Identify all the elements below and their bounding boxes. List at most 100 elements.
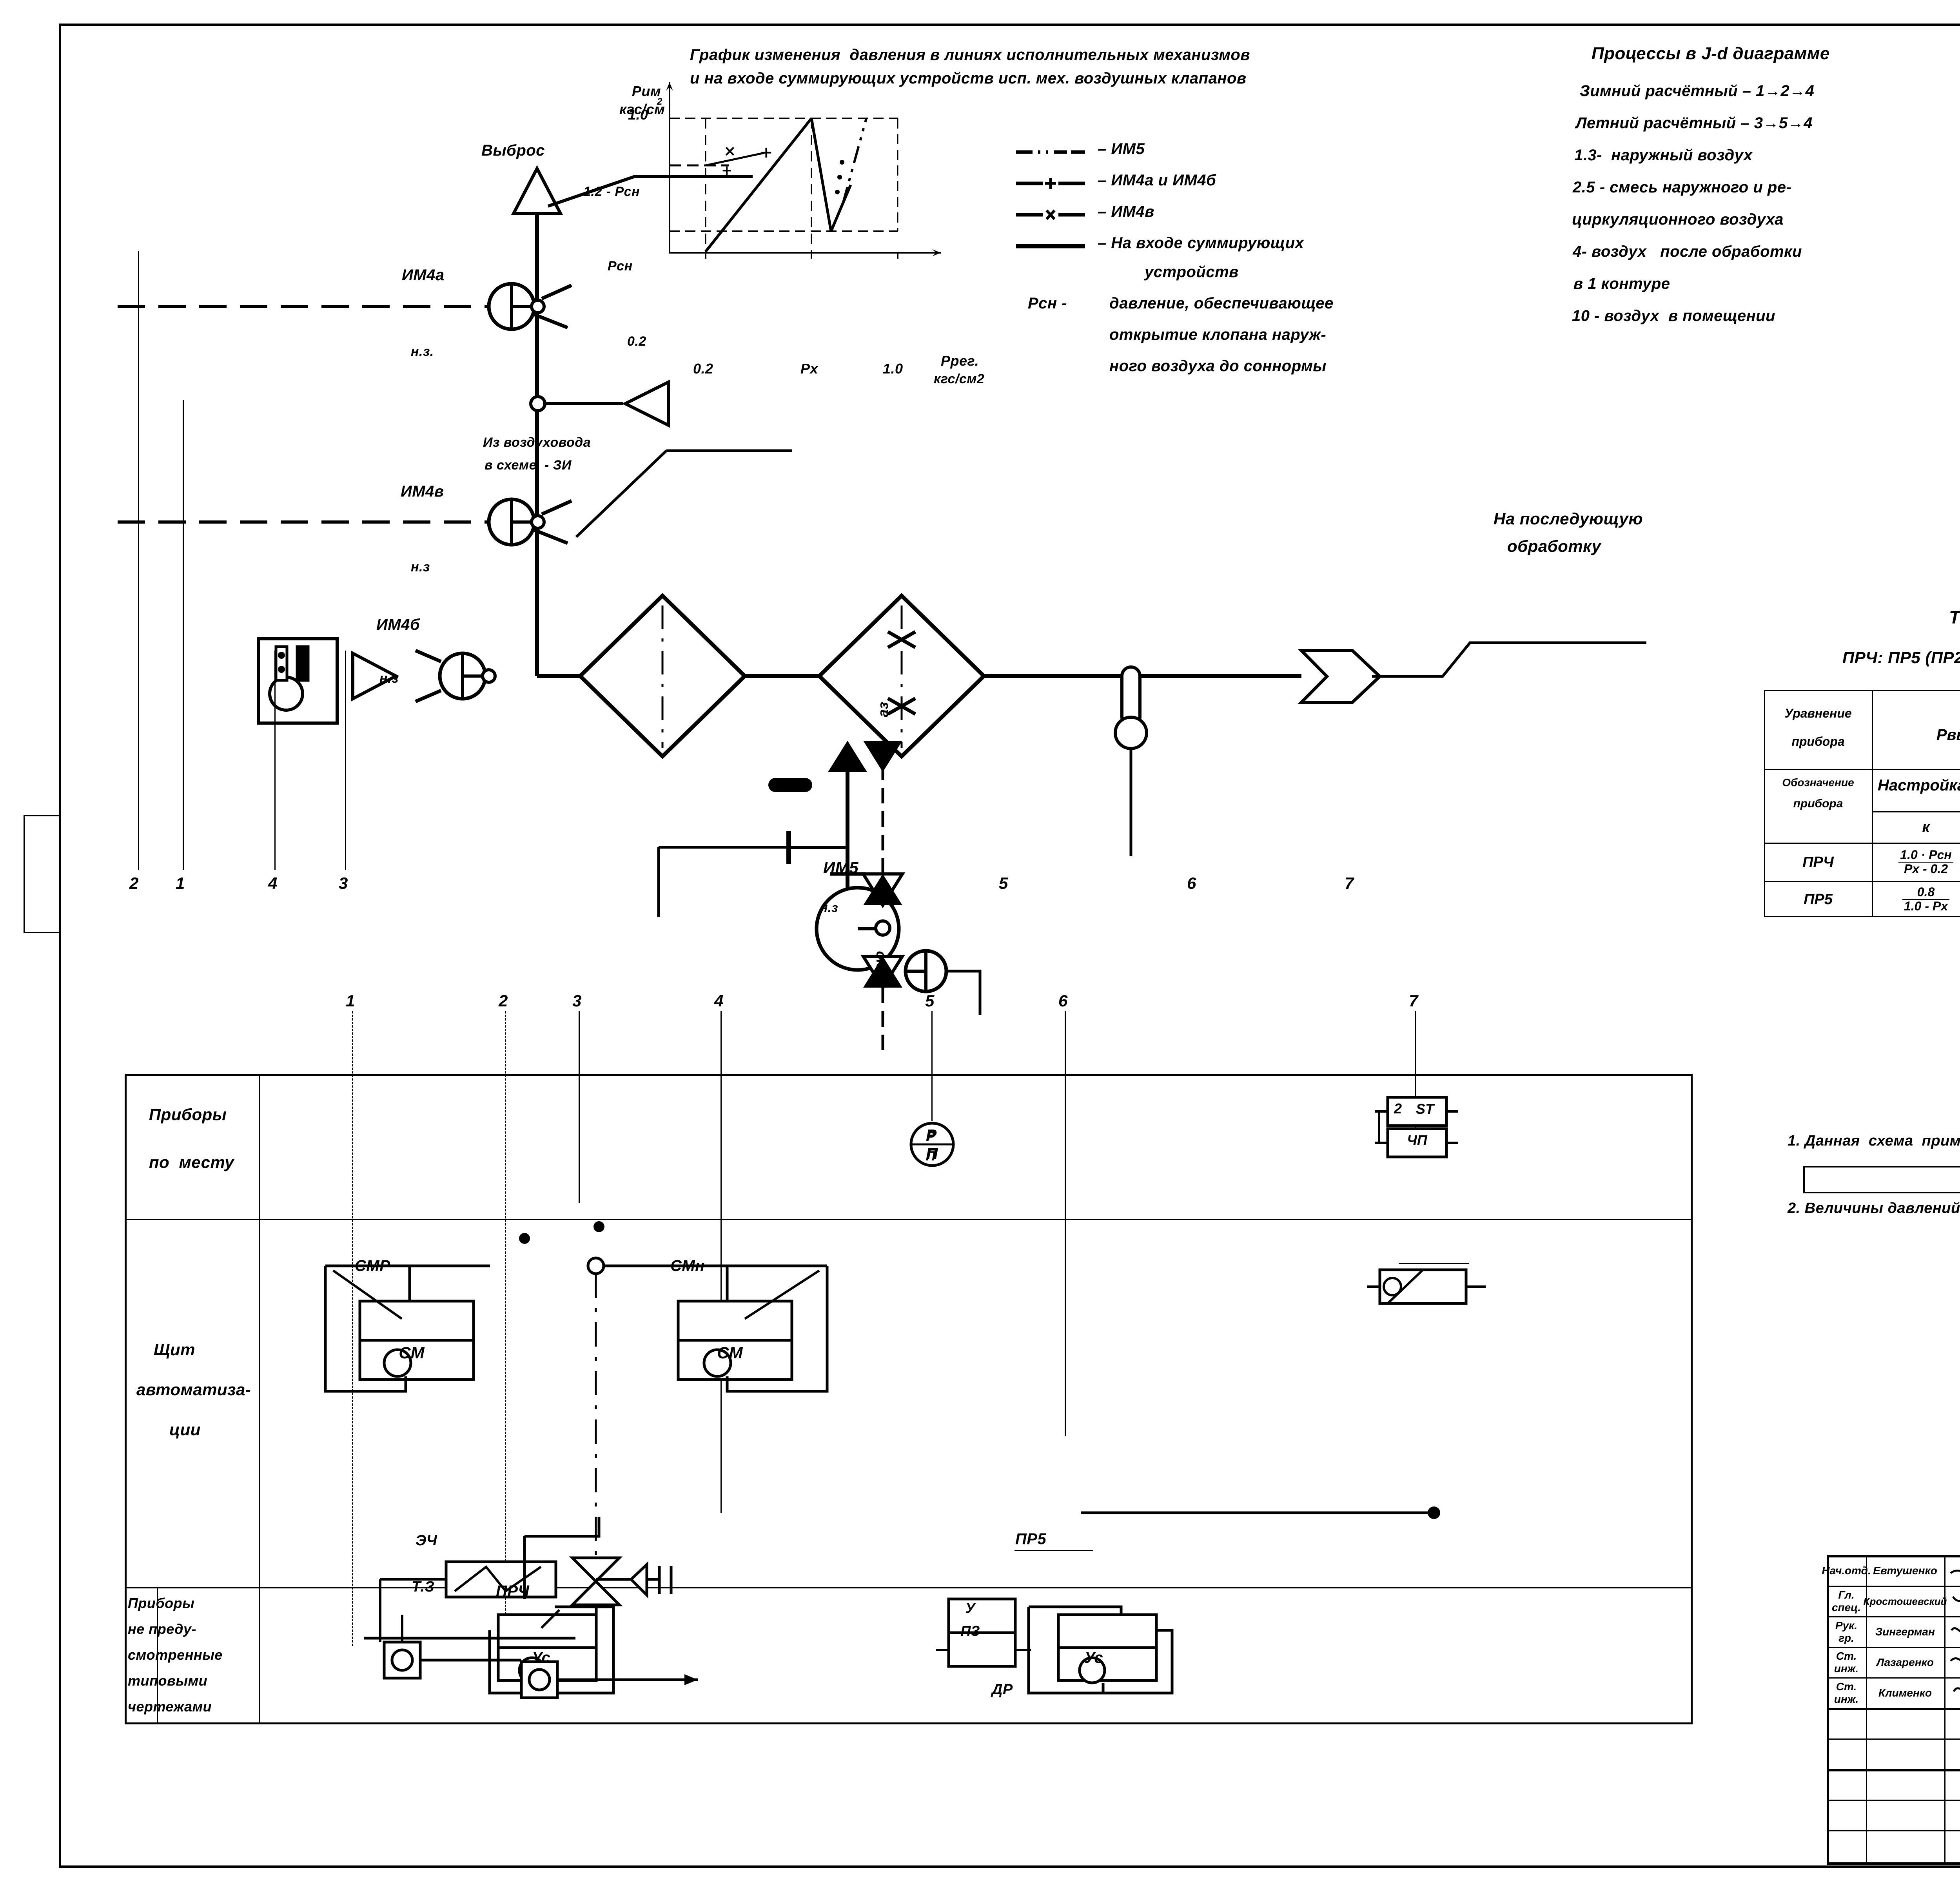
legend-line-summing (1016, 244, 1085, 248)
functional-scheme-label-col-sep (259, 1074, 260, 1724)
graph-x-axis-label-1: Ррег. (941, 353, 979, 369)
legend-label-summing: – На входе суммирующих (1098, 234, 1304, 252)
tb-name-5: Клименко (1878, 1687, 1932, 1699)
label-im4b: ИМ4б (376, 616, 420, 633)
svg-text:Р: Р (926, 1127, 937, 1144)
table-left-row1-sep (1764, 769, 1960, 770)
instrument-dr-label: ДР (992, 1681, 1013, 1698)
row-label-ne-pred-3: смотренные (128, 1647, 223, 1663)
frame-left (59, 24, 61, 1868)
instrument-rp[interactable] (1364, 1246, 1490, 1321)
panel-instruments-group (324, 1256, 829, 1642)
fs-col-num-4: 4 (714, 992, 724, 1010)
callout-num-3: 3 (339, 874, 348, 892)
callout-num-1: 1 (176, 874, 185, 892)
instrument-st-chp[interactable] (1372, 1093, 1466, 1172)
binding-tab-left (24, 815, 25, 933)
table-left-eq-label-1: Уравнение (1784, 706, 1852, 720)
callout-num-4: 4 (268, 874, 278, 892)
instrument-u-pz[interactable] (933, 1591, 1035, 1681)
table-left-row1-k-den: Рх - 0.2 (1904, 862, 1948, 876)
tb-sig-row-3 (1827, 1647, 1960, 1648)
callout-num-6: 6 (1187, 874, 1196, 892)
graph-ytick-1-0: 1.0 (628, 107, 648, 123)
row-label-shchit-2: автоматиза- (136, 1380, 251, 1399)
binding-tab-bottom (24, 932, 60, 933)
binding-tab-top (24, 815, 60, 816)
legend-label-summing-2: устройств (1145, 263, 1239, 281)
graph-note-symbol: Рсн - (1028, 295, 1067, 312)
svg-text:×: × (724, 142, 736, 160)
tb-role-5: Ст. инж. (1834, 1680, 1859, 1705)
fs-col-num-6: 6 (1058, 992, 1068, 1010)
label-v-sheme-zi: в схеме - ЗИ (485, 458, 572, 473)
tb-sig-row-2 (1827, 1616, 1960, 1617)
tb-sig-row-9 (1827, 1830, 1960, 1831)
graph-ytick-psn: Рсн (608, 259, 633, 274)
row-label-ne-pred-2: не преду- (128, 1621, 196, 1637)
table-left-col-k: к (1922, 819, 1930, 836)
label-obrabotku: обработку (1507, 537, 1601, 555)
graph-y-axis-label-1: Рим (632, 83, 661, 99)
tb-name-3: Зингерман (1875, 1626, 1935, 1638)
graph-y-axis-label-2: кгс/см (619, 101, 665, 117)
fs-col-line-6 (1065, 1011, 1066, 1436)
graph-xtick-1-0: 1.0 (883, 361, 903, 377)
instrument-pz-label: ПЗ (960, 1623, 980, 1639)
functional-scheme-sub-sep (157, 1587, 158, 1724)
table-left (1764, 690, 1960, 917)
legend-label-im4ab: – ИМ4а и ИМ4б (1098, 172, 1216, 189)
instrument-smr-tag: СМР (355, 1257, 390, 1274)
jd-title: Процессы в J-d диаграмме (1592, 44, 1830, 63)
label-nz-3: н.з (379, 671, 399, 686)
frame-bottom (59, 1865, 1960, 1868)
instrument-ST-label: ST (1416, 1101, 1434, 1117)
notes-item-2: 2. Величины давлений Рх , Рсн (см. графи… (1788, 1200, 1960, 1216)
instrument-CHP-label: ЧП (1407, 1132, 1427, 1148)
fs-col-num-2: 2 (499, 992, 508, 1010)
table-left-hdr-sep (1872, 811, 1960, 812)
fs-col-num-5: 5 (925, 992, 935, 1010)
jd-legend-line-3: 2.5 - смесь наружного и ре- (1573, 179, 1792, 196)
tb-sig-row-8 (1827, 1800, 1960, 1801)
label-na-posleduyushchuyu: На последующую (1494, 509, 1643, 528)
table-left-desig-label-2: прибора (1793, 797, 1843, 810)
callout-num-7: 7 (1345, 874, 1354, 892)
callout-num-2: 2 (129, 874, 139, 892)
label-nz-1: н.з. (411, 344, 434, 359)
graph-y-axis-label-sup: 2 (657, 96, 662, 107)
instrument-P-top: Р (926, 1129, 935, 1144)
jd-legend-line-5: 4- воздух после обработки (1573, 243, 1802, 260)
svg-text:+: + (760, 143, 773, 161)
callout-line-1 (183, 400, 184, 870)
fs-wiring (364, 1221, 1440, 1640)
row-label-shchit-1: Щит (154, 1340, 196, 1359)
graph-xtick-0-2: 0.2 (693, 361, 713, 377)
table-left-caption: ПРЧ: ПР5 (ПР2.6) (1842, 648, 1960, 667)
instrument-smn-tag: СМн (670, 1257, 705, 1274)
table-left-row1-name: ПРЧ (1802, 854, 1834, 870)
tb-sig-row-1 (1827, 1586, 1960, 1587)
graph-note-line-1: давление, обеспечивающее (1109, 295, 1334, 312)
instrument-pressure-gauge[interactable]: Р П (902, 1121, 980, 1168)
callout-line-2 (138, 251, 139, 870)
graph-title-line2: и на входе суммирующих устройств исп. ме… (690, 70, 1247, 87)
legend-line-im4ab (1016, 178, 1085, 189)
tb-sig-row-7 (1827, 1769, 1960, 1771)
instrument-smn-body: СМ (717, 1343, 743, 1362)
notes-blank-field[interactable] (1803, 1166, 1960, 1193)
jd-legend-line-6: в 1 контуре (1573, 275, 1670, 292)
frame-top (59, 24, 1960, 26)
svg-text:П: П (926, 1146, 938, 1163)
legend-label-im5: – ИМ5 (1098, 140, 1145, 158)
tb-name-1: Евтушенко (1873, 1564, 1937, 1577)
instrument-smr-body: СМ (399, 1343, 425, 1362)
instrument-pr5[interactable] (1023, 1603, 1180, 1701)
fs-col-line-5 (931, 1011, 933, 1121)
row-label-shchit-3: ции (169, 1420, 201, 1439)
table-left-row2-k-den: 1.0 - Рх (1904, 899, 1948, 913)
label-vybros: Выброс (481, 142, 545, 159)
instrument-ST-top: 2 (1394, 1100, 1402, 1117)
graph-x-axis-label-2: кгс/см2 (934, 372, 985, 386)
